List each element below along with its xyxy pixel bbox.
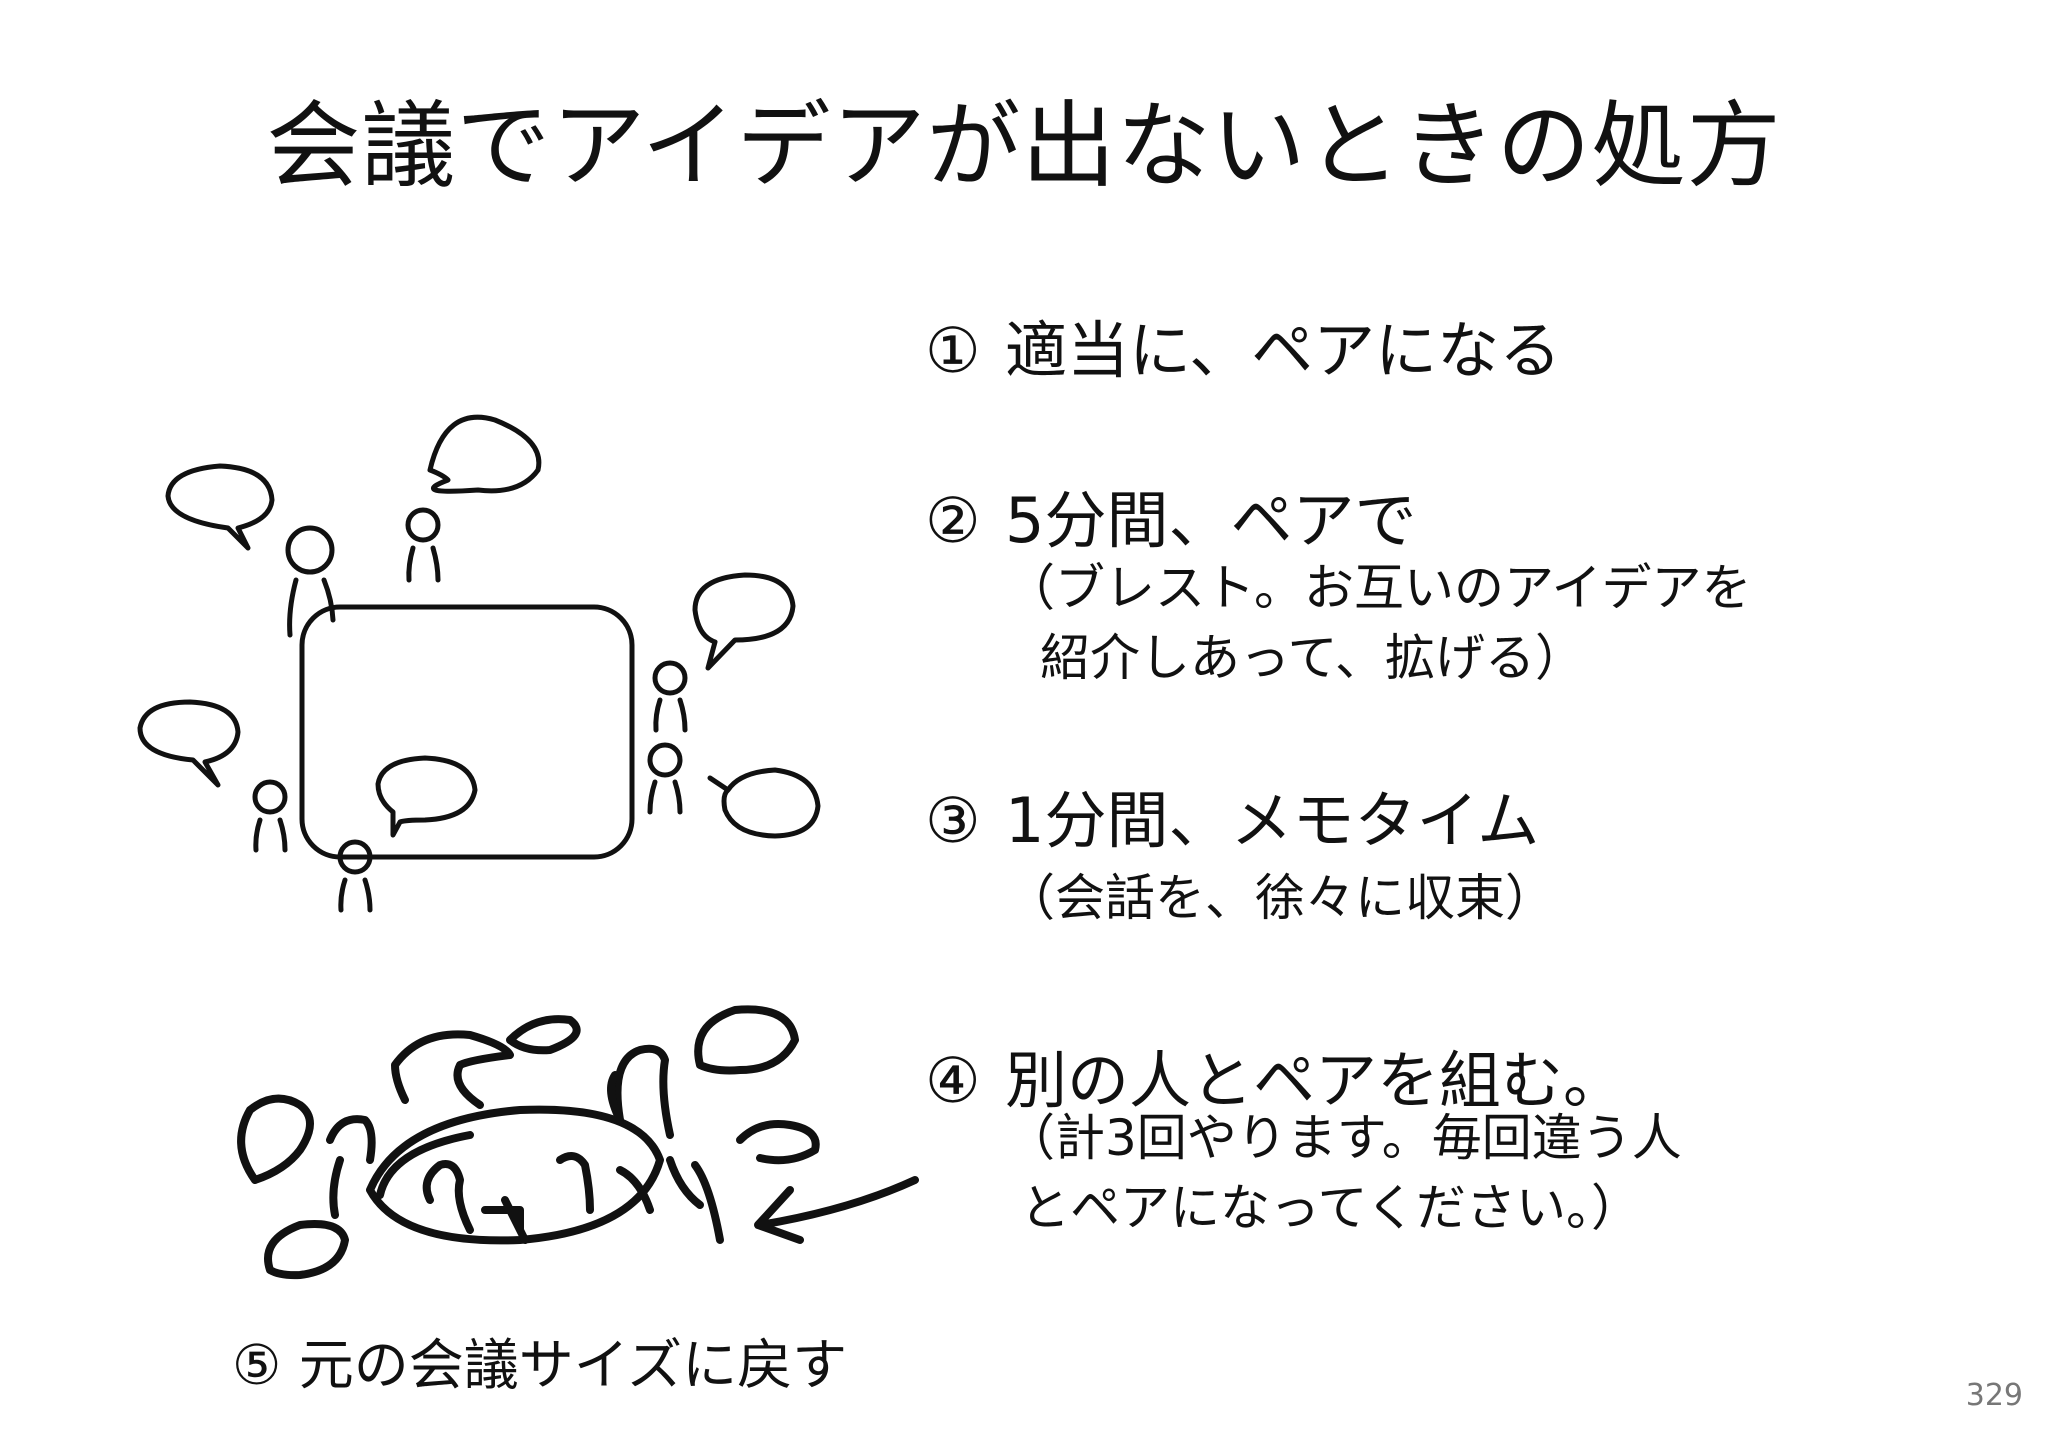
person-scribble-icon (556, 1152, 654, 1214)
person-icon (405, 507, 441, 583)
person-scribble-icon (607, 1071, 624, 1124)
step-2-note-line-1: （ブレスト。お互いのアイデアを (1005, 559, 1752, 617)
step-3-heading: 1分間、メモタイム (1005, 784, 1540, 857)
step-5: ⑤ 元の会議サイズに戻す (232, 1320, 847, 1400)
speech-bubble-icon (427, 414, 542, 494)
step-4-note-line-1: （計3回やります。毎回違う人 (1005, 1109, 1682, 1167)
step-2-note-line-2: 紹介しあって、拡げる） (1040, 629, 1585, 687)
speech-bubble-icon (692, 572, 796, 671)
person-scribble-icon (613, 1044, 674, 1139)
bubble-scribble-icon (237, 1094, 314, 1184)
page-number: 329 (1965, 1378, 2023, 1413)
pairs-illustration (237, 1005, 919, 1280)
step-5-label: 元の会議サイズに戻す (298, 1333, 848, 1397)
step-1-number: ① (925, 314, 981, 387)
step-2-number: ② (925, 484, 981, 557)
person-scribble-icon (326, 1115, 376, 1219)
step-4-number: ④ (925, 1044, 981, 1117)
speech-bubble-icon (165, 463, 275, 551)
person-scribble-icon (422, 1160, 474, 1234)
slide-title: 会議でアイデアが出ないときの処方 (266, 92, 1782, 201)
meeting-illustration (137, 414, 821, 913)
step-4-heading: 別の人とペアを組む。 (1005, 1044, 1626, 1117)
person-scribble-icon (481, 1196, 529, 1244)
person-icon (652, 660, 688, 733)
person-scribble-icon (391, 1030, 514, 1109)
step-2-heading: 5分間、ペアで (1005, 484, 1417, 557)
step-3: ③ 1分間、メモタイム (925, 770, 1539, 860)
person-icon (337, 839, 373, 913)
table-scribble-icon (376, 1131, 474, 1199)
bubble-scribble-icon (264, 1220, 349, 1280)
bubble-scribble-icon (506, 1015, 581, 1055)
person-scribble-icon (666, 1156, 724, 1244)
person-icon (647, 742, 683, 815)
step-1: ① 適当に、ペアになる (925, 300, 1561, 390)
arrow-icon (754, 1176, 919, 1244)
bubble-scribble-icon (736, 1120, 820, 1165)
person-icon (252, 779, 288, 853)
step-1-heading: 適当に、ペアになる (1005, 314, 1562, 387)
speech-bubble-icon (375, 755, 478, 838)
step-3-note-line-1: （会話を、徐々に収束） (1005, 869, 1555, 927)
step-3-number: ③ (925, 784, 981, 857)
step-4: ④ 別の人とペアを組む。 (925, 1030, 1625, 1120)
step-4-note-line-2: とペアになってください。） (1020, 1179, 1641, 1237)
speech-bubble-icon (707, 767, 821, 839)
table-icon (299, 604, 635, 860)
table-scribble-icon (366, 1105, 664, 1245)
step-5-number: ⑤ (232, 1333, 282, 1397)
speech-bubble-icon (137, 699, 241, 788)
person-icon (285, 525, 336, 638)
bubble-scribble-icon (694, 1005, 799, 1075)
step-2: ② 5分間、ペアで (925, 470, 1416, 560)
